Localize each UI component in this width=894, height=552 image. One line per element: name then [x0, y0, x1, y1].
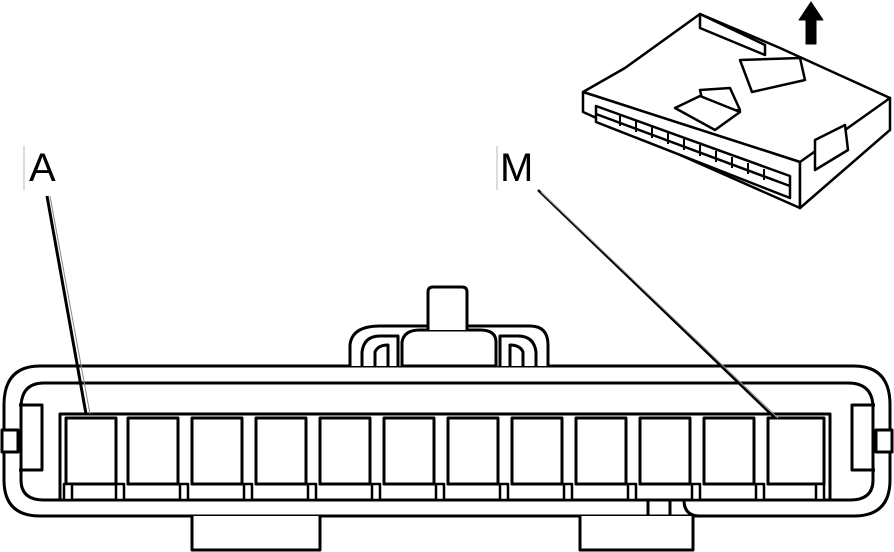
- cavity-m: [766, 416, 826, 486]
- pin-label-m: M: [500, 146, 534, 190]
- cavity: [190, 416, 244, 486]
- cavity: [510, 416, 564, 486]
- cavity: [638, 416, 692, 486]
- latch-tab: [400, 328, 498, 368]
- cavity: [254, 416, 308, 486]
- latch-post: [426, 285, 469, 330]
- leader-line-m: [537, 189, 776, 419]
- cavity: [382, 416, 436, 486]
- up-arrow-icon: [798, 1, 824, 45]
- pin-label-a: A: [29, 146, 56, 190]
- cavity-ribs: [62, 482, 826, 502]
- housing-inner: [19, 381, 875, 502]
- cavity: [574, 416, 628, 486]
- leader-lines: [23, 146, 779, 419]
- cavity: [702, 416, 756, 486]
- foot-right: [578, 516, 695, 552]
- cavity: [126, 416, 180, 486]
- connector-3d-icon: [581, 12, 892, 210]
- cavity-a: [64, 416, 118, 486]
- foot-left: [190, 516, 322, 552]
- cavity: [446, 416, 500, 486]
- leader-line-a: [45, 195, 88, 415]
- cavities: [64, 416, 826, 486]
- cavity: [318, 416, 372, 486]
